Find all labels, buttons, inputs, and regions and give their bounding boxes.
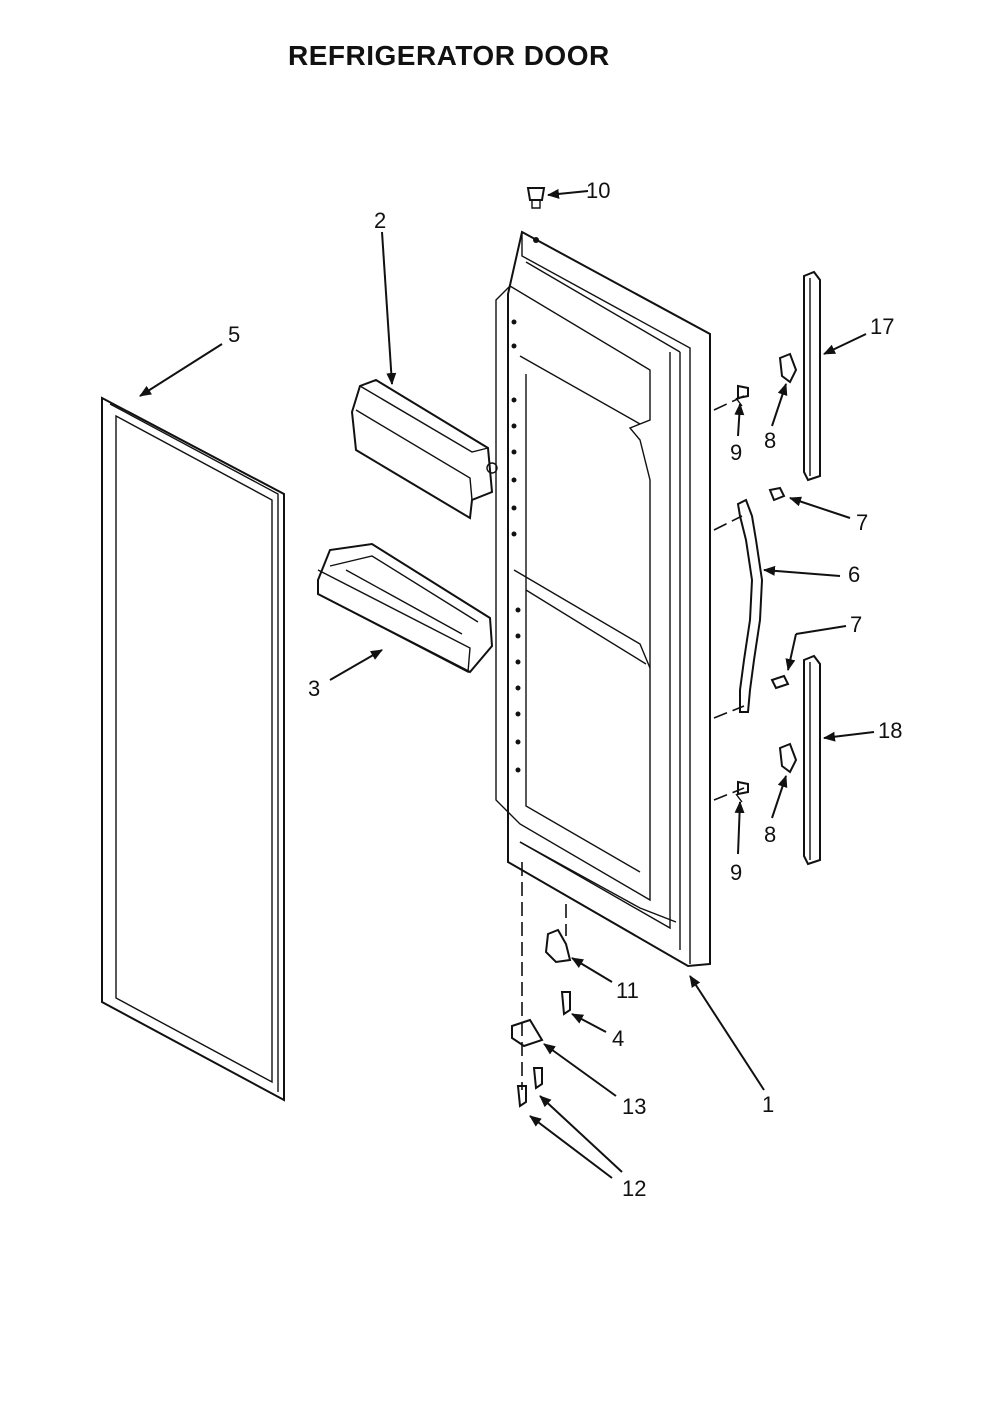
hinges xyxy=(511,928,572,1108)
assembly-guide-lines xyxy=(521,395,745,1090)
callout-12: 12 xyxy=(622,1176,646,1201)
trim-strips xyxy=(803,270,821,866)
screws xyxy=(735,384,790,803)
callout-10: 10 xyxy=(586,178,610,203)
callout-13: 13 xyxy=(622,1094,646,1119)
page-title: REFRIGERATOR DOOR xyxy=(288,40,610,71)
door-gasket xyxy=(101,396,285,1102)
callout-2: 2 xyxy=(374,208,386,233)
callout-9-upper: 9 xyxy=(730,440,742,465)
door-plug xyxy=(526,187,546,209)
callout-8-upper: 8 xyxy=(764,428,776,453)
callout-5: 5 xyxy=(228,322,240,347)
callout-6: 6 xyxy=(848,562,860,587)
callout-17: 17 xyxy=(870,314,894,339)
door-assembly xyxy=(495,230,711,968)
door-handle xyxy=(736,498,764,713)
bin-cover xyxy=(350,378,498,520)
callout-7-upper: 7 xyxy=(856,510,868,535)
callout-3: 3 xyxy=(308,676,320,701)
callout-4: 4 xyxy=(612,1026,624,1051)
callout-11: 11 xyxy=(616,978,639,1003)
callout-18: 18 xyxy=(878,718,902,743)
trim-clips xyxy=(778,352,798,774)
leader-arrows xyxy=(139,188,875,1179)
callout-1: 1 xyxy=(762,1092,774,1117)
door-bin xyxy=(317,542,494,674)
callout-7-lower: 7 xyxy=(850,612,862,637)
callout-9-lower: 9 xyxy=(730,860,742,885)
callout-8-lower: 8 xyxy=(764,822,776,847)
door-mounting-holes xyxy=(511,237,539,773)
